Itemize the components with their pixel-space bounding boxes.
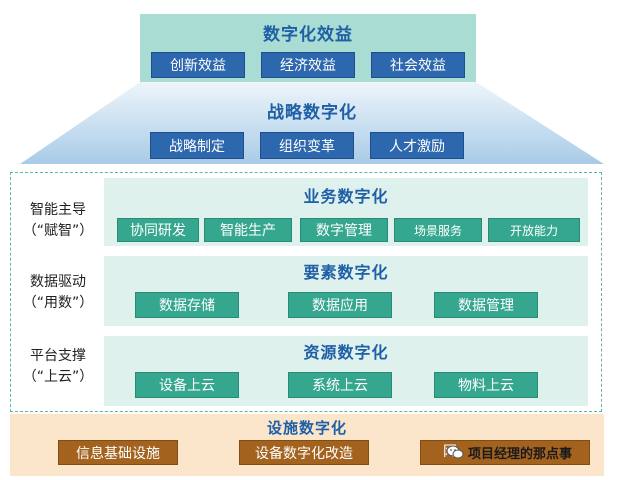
layer-box: 数据管理 xyxy=(434,292,538,318)
side-label-line: 平台支撑 xyxy=(30,348,86,364)
strategy-title: 战略数字化 xyxy=(267,102,357,123)
layer-box: 开放能力 xyxy=(488,218,580,242)
wechat-icon xyxy=(446,445,464,459)
benefits-band: 数字化效益 创新效益 经济效益 社会效益 xyxy=(140,14,476,82)
layer-box: 物料上云 xyxy=(434,372,538,398)
layer-box: 系统上云 xyxy=(288,372,392,398)
resources-layer: 资源数字化 设备上云 系统上云 物料上云 xyxy=(104,336,588,406)
layer-box: 数据存储 xyxy=(135,292,239,318)
side-label-line: 智能主导 xyxy=(30,202,86,218)
side-label-line: （“赋智”） xyxy=(22,223,94,239)
layer-side-label: 平台支撑 （“上云”） xyxy=(14,346,102,390)
watermark-text: 项目经理的那点事 xyxy=(468,446,573,462)
layer-title: 业务数字化 xyxy=(303,187,389,206)
side-label-line: 数据驱动 xyxy=(30,274,86,290)
benefit-box: 社会效益 xyxy=(371,52,465,78)
layer-box: 智能生产 xyxy=(204,218,292,242)
side-label-line: （“上云”） xyxy=(22,369,94,385)
layer-side-label: 数据驱动 （“用数”） xyxy=(14,272,102,316)
layer-box: 场景服务 xyxy=(394,218,482,242)
benefit-box: 创新效益 xyxy=(151,52,245,78)
layer-box: 设备上云 xyxy=(135,372,239,398)
strategy-box: 战略制定 xyxy=(150,132,244,159)
layer-side-label: 智能主导 （“赋智”） xyxy=(14,200,102,244)
layer-box: 数据应用 xyxy=(288,292,392,318)
infrastructure-band: 设施数字化 信息基础设施 设备数字化改造 网 xyxy=(10,414,604,476)
strategy-box: 组织变革 xyxy=(260,132,354,159)
business-layer: 业务数字化 协同研发 智能生产 数字管理 场景服务 开放能力 xyxy=(104,178,588,246)
layer-title: 要素数字化 xyxy=(303,263,389,282)
layer-box: 数字管理 xyxy=(300,218,388,242)
side-label-line: （“用数”） xyxy=(22,295,94,311)
watermark: 项目经理的那点事 xyxy=(446,441,610,463)
infrastructure-box: 信息基础设施 xyxy=(58,440,178,465)
strategy-band: 战略数字化 战略制定 组织变革 人才激励 xyxy=(0,70,624,168)
digital-layers-frame xyxy=(10,172,602,412)
infrastructure-title: 设施数字化 xyxy=(266,418,347,437)
infrastructure-box: 设备数字化改造 xyxy=(239,440,369,465)
strategy-box: 人才激励 xyxy=(370,132,464,159)
benefit-box: 经济效益 xyxy=(261,52,355,78)
benefits-title: 数字化效益 xyxy=(263,24,353,45)
layer-title: 资源数字化 xyxy=(303,343,389,362)
layer-box: 协同研发 xyxy=(117,218,199,242)
elements-layer: 要素数字化 数据存储 数据应用 数据管理 xyxy=(104,256,588,326)
